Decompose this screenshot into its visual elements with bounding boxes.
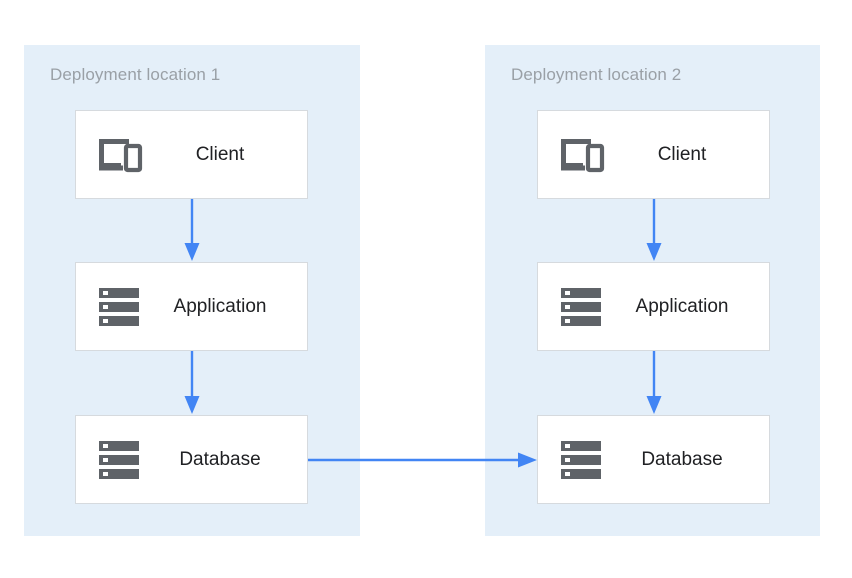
node-database-1-label: Database: [147, 449, 307, 471]
server-stack-icon: [93, 437, 147, 483]
node-application-2[interactable]: Application: [537, 262, 770, 351]
client-devices-icon: [93, 132, 147, 178]
node-application-2-label: Application: [609, 296, 769, 318]
node-client-1[interactable]: Client: [75, 110, 308, 199]
node-client-2-label: Client: [609, 144, 769, 166]
zone-1-label: Deployment location 1: [50, 65, 220, 85]
node-database-2-label: Database: [609, 449, 769, 471]
server-stack-icon: [555, 284, 609, 330]
server-stack-icon: [555, 437, 609, 483]
node-database-2[interactable]: Database: [537, 415, 770, 504]
node-application-1-label: Application: [147, 296, 307, 318]
client-devices-icon: [555, 132, 609, 178]
zone-2-label: Deployment location 2: [511, 65, 681, 85]
node-database-1[interactable]: Database: [75, 415, 308, 504]
node-application-1[interactable]: Application: [75, 262, 308, 351]
node-client-1-label: Client: [147, 144, 307, 166]
node-client-2[interactable]: Client: [537, 110, 770, 199]
server-stack-icon: [93, 284, 147, 330]
